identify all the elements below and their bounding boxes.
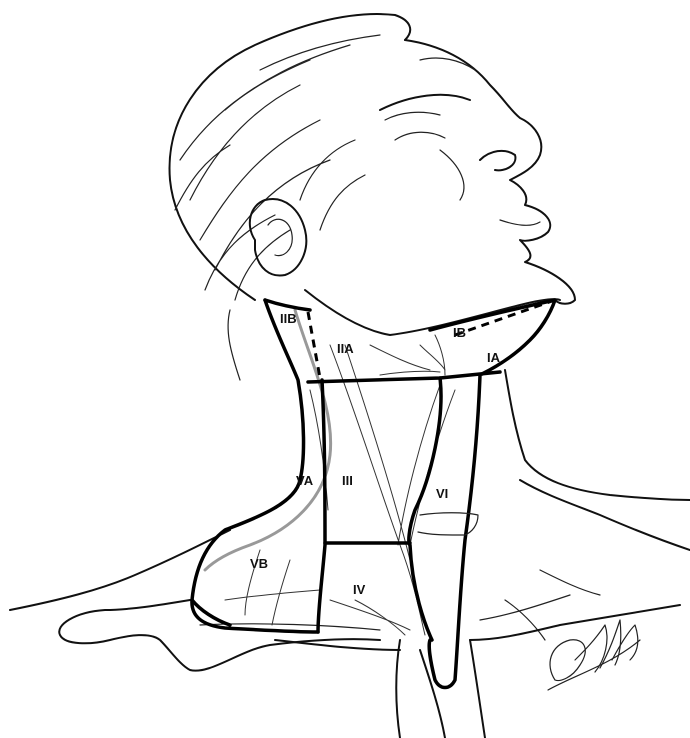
face-drawing xyxy=(380,40,575,304)
level-label-ib: IB xyxy=(453,325,466,340)
level-label-iii: III xyxy=(342,473,353,488)
level-label-iia: IIA xyxy=(337,341,354,356)
level-label-va: VA xyxy=(296,473,314,488)
artist-signature xyxy=(548,620,640,690)
shoulder-drawing xyxy=(10,530,680,671)
level-label-iv: IV xyxy=(353,582,366,597)
level-label-vb: VB xyxy=(250,556,268,571)
neck-anatomy-lines xyxy=(225,345,455,635)
level-label-ia: IA xyxy=(487,350,501,365)
level-label-iib: IIB xyxy=(280,311,297,326)
level-label-vi: VI xyxy=(436,486,448,501)
